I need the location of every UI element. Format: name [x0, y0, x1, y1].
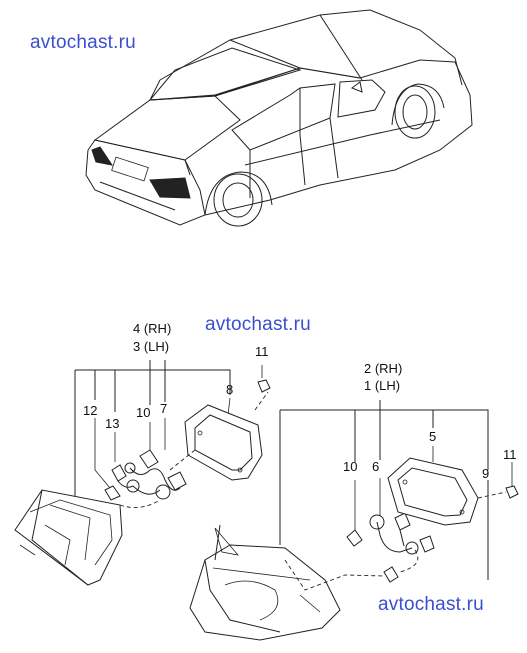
callout-right-assembly-rh: 2 (RH)	[364, 361, 402, 376]
callout-5: 5	[429, 429, 436, 444]
callout-7: 7	[160, 401, 167, 416]
watermark-middle: avtochast.ru	[205, 314, 311, 335]
callout-left-assembly-lh: 3 (LH)	[133, 339, 169, 354]
callout-10-right: 10	[343, 459, 357, 474]
callout-10-left: 10	[136, 405, 150, 420]
callout-11-right: 11	[503, 447, 517, 462]
watermark-bottom: avtochast.ru	[378, 594, 484, 615]
callout-8: 8	[226, 382, 233, 397]
left-taillamp-assembly	[14, 360, 271, 586]
callout-right-assembly-lh: 1 (LH)	[364, 378, 400, 393]
callout-11-left: 11	[255, 344, 269, 359]
callout-6: 6	[372, 459, 379, 474]
watermark-top: avtochast.ru	[30, 32, 136, 53]
sedan-rear-view-illustration	[85, 9, 473, 227]
callout-12: 12	[83, 403, 97, 418]
callout-left-assembly-rh: 4 (RH)	[133, 321, 171, 336]
callout-9: 9	[482, 466, 489, 481]
right-taillamp-assembly	[189, 400, 519, 641]
callout-13: 13	[105, 416, 119, 431]
